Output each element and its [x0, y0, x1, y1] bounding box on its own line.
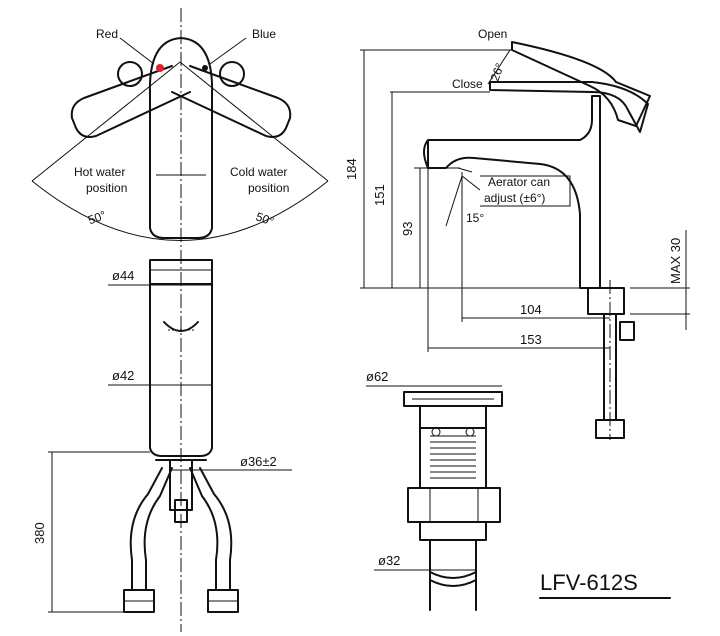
hose-length-label: 380 [32, 522, 47, 544]
dia-body-label: ø42 [112, 368, 134, 383]
lever-close [489, 81, 649, 133]
top-view: Red Blue Hot water position Cold water p… [31, 8, 329, 632]
side-view: 184 151 93 MAX 30 104 153 Open Close 26°… [344, 27, 690, 440]
height-outlet-label: 93 [400, 222, 415, 236]
pipe-break-1 [429, 571, 477, 579]
drain-hole-right [465, 427, 475, 437]
aerator-tip [457, 167, 473, 173]
cold-lever [171, 65, 292, 138]
side-hose [603, 313, 617, 421]
drain-threaded-body [419, 427, 487, 489]
red-leader [119, 37, 155, 65]
hot-lever [70, 65, 191, 138]
cap-outline [148, 37, 214, 96]
blue-indicator-ring [219, 61, 245, 87]
hot-label-line2: position [86, 181, 127, 195]
model-number: LFV-612S [540, 570, 638, 595]
cold-label-line2: position [248, 181, 289, 195]
aerator-leader [461, 175, 481, 191]
reach-total-label: 153 [520, 332, 542, 347]
drain-hole-left [431, 427, 441, 437]
side-spout-tip [423, 139, 429, 169]
swing-arc [31, 180, 329, 241]
aerator-angle-ray [445, 175, 463, 227]
lever-angle-label: 26° [488, 61, 507, 83]
drain-lock-nut [407, 487, 501, 523]
mounting-stud [174, 499, 188, 523]
red-indicator-ring [117, 61, 143, 87]
close-label: Close [452, 77, 483, 91]
drain-tailpipe [419, 521, 487, 541]
drain-dia-bottom-label: ø32 [378, 553, 400, 568]
dia-top-label: ø44 [112, 268, 134, 283]
aerator-line1: Aerator can [488, 175, 550, 189]
front-shank [169, 459, 193, 511]
aerator-line2: adjust (±6°) [484, 191, 545, 205]
handle-body [149, 89, 213, 239]
side-stud [619, 321, 635, 341]
aerator-angle-label: 15° [466, 211, 484, 225]
height-spout-label: 151 [372, 184, 387, 206]
cold-radius-line [179, 61, 329, 182]
front-view: ø44 ø42 ø36±2 380 [32, 259, 292, 613]
front-aerator [163, 321, 199, 332]
dia-base-label: ø36±2 [240, 454, 277, 469]
thread-lines [430, 435, 476, 479]
aerator-callout-box [480, 175, 571, 207]
drain-dia-top-label: ø62 [366, 369, 388, 384]
drain-top-flange [403, 391, 503, 407]
red-dot [156, 64, 164, 72]
right-hose-inner [189, 467, 219, 591]
lever-open [511, 41, 651, 127]
cold-angle: 50° [254, 209, 276, 228]
red-label: Red [96, 27, 118, 41]
open-label: Open [478, 27, 507, 41]
drain-pipe-lower [429, 539, 477, 611]
blue-label: Blue [252, 27, 276, 41]
height-total-label: 184 [344, 158, 359, 180]
cold-label-line1: Cold water [230, 165, 287, 179]
blue-leader [209, 37, 247, 65]
left-hose [129, 467, 163, 591]
hot-angle: 50° [86, 208, 108, 227]
hot-radius-line [31, 61, 181, 182]
reach-outlet-label: 104 [520, 302, 542, 317]
angle-26-arc [487, 49, 511, 85]
left-hose-inner [143, 467, 173, 591]
pipe-break-2 [429, 579, 477, 587]
right-hose [199, 467, 233, 591]
drain-neck [419, 405, 487, 429]
front-body [149, 283, 213, 457]
drain-view: ø62 ø32 [366, 369, 503, 611]
side-base-nut [587, 287, 625, 315]
blue-dot [202, 65, 208, 71]
side-body [427, 95, 601, 289]
hot-label-line1: Hot water [74, 165, 125, 179]
max-deck-label: MAX 30 [668, 238, 683, 284]
